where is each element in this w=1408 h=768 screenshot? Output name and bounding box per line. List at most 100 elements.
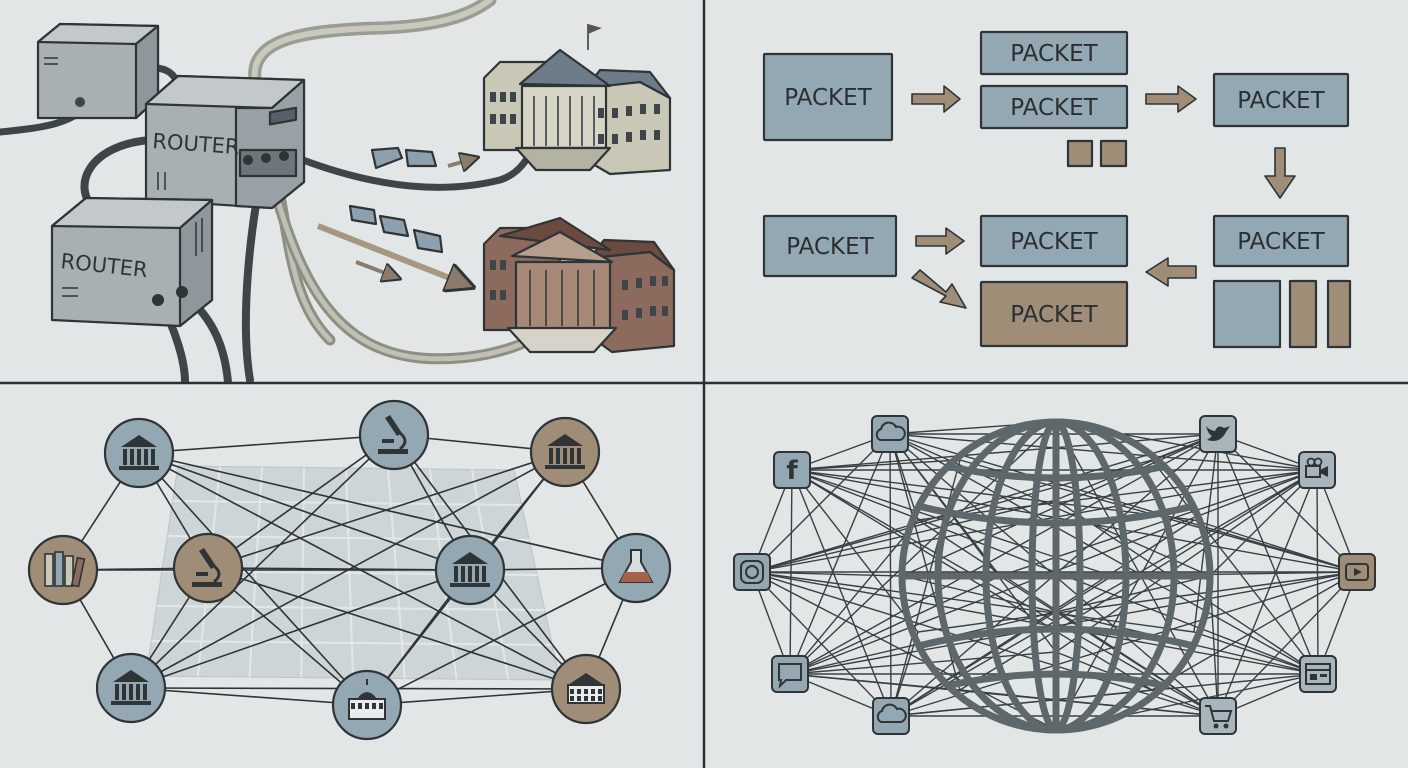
arrow-diagonal-icon	[911, 269, 967, 309]
service-node: f	[773, 451, 811, 489]
arrow-right-icon	[915, 227, 965, 255]
institution-node	[172, 532, 244, 604]
web-link	[1193, 519, 1358, 573]
packet-label: PACKET	[784, 85, 872, 111]
packet-box: PACKET	[762, 52, 894, 142]
packet-label: PACKET	[1237, 88, 1325, 114]
books-icon	[44, 551, 86, 588]
packet-fragment	[1099, 139, 1128, 168]
web-link	[1217, 469, 1318, 717]
network-link	[138, 452, 471, 571]
play-icon	[1345, 563, 1369, 581]
arrow-left-icon	[1145, 257, 1197, 287]
packet-box: PACKET	[1212, 72, 1350, 128]
web-link	[889, 433, 1358, 573]
institution-node	[529, 416, 601, 488]
packet-box: PACKET	[1212, 214, 1350, 268]
packet-fragment	[1066, 139, 1094, 168]
service-node	[1299, 655, 1337, 693]
microscope-icon	[192, 548, 222, 587]
capitol-icon	[348, 679, 386, 720]
packet-box: PACKET	[762, 214, 898, 278]
cloud-icon	[876, 703, 907, 723]
web-link	[1217, 571, 1358, 717]
service-node	[1338, 553, 1376, 591]
packet-label: PACKET	[1237, 229, 1325, 255]
packet-fragment	[1326, 279, 1352, 349]
web-link	[751, 433, 891, 573]
router-back	[36, 22, 160, 120]
web-link	[1055, 433, 1219, 731]
institution-node	[27, 534, 99, 606]
web-link	[791, 459, 961, 471]
flask-icon	[618, 549, 654, 583]
browser-icon	[1305, 663, 1331, 685]
web-link	[791, 469, 919, 633]
bank-icon	[111, 670, 151, 705]
web-link	[1055, 469, 1318, 653]
service-node	[871, 415, 909, 453]
web-link	[999, 575, 1219, 717]
router-top: ROUTER	[144, 74, 306, 210]
packet-label: PACKET	[1010, 302, 1098, 328]
network-link	[138, 452, 587, 690]
bank-icon	[450, 552, 490, 587]
web-link	[1193, 631, 1319, 675]
web-link	[791, 469, 892, 717]
network-link	[130, 569, 471, 689]
institution-node	[331, 669, 403, 741]
facebook-icon: f	[786, 456, 798, 486]
web-link	[789, 575, 1211, 675]
web-link	[751, 571, 1057, 731]
packet-fragment	[1288, 279, 1318, 349]
cart-icon	[1205, 705, 1233, 729]
network-link	[207, 567, 587, 690]
microscope-icon	[378, 415, 408, 454]
web-link	[789, 651, 1057, 675]
network-link	[366, 567, 637, 706]
chat-icon	[778, 663, 802, 689]
web-link	[789, 433, 891, 675]
arrow-right-icon	[1145, 85, 1197, 113]
packet-label: PACKET	[1010, 229, 1098, 255]
global-web-panel: f	[733, 415, 1376, 735]
network-link	[366, 688, 587, 706]
router-bottom: ROUTER	[50, 196, 214, 328]
web-link	[901, 575, 1319, 675]
network-link	[207, 434, 395, 569]
twitter-icon	[1206, 426, 1230, 441]
institution-node	[103, 417, 175, 489]
arrow-down-icon	[1264, 147, 1296, 199]
video-camera-icon	[1305, 457, 1328, 478]
facebook-letter: f	[786, 456, 798, 486]
web-link	[959, 469, 1318, 691]
data-packets-in-transit	[316, 146, 476, 286]
web-link	[890, 575, 1113, 717]
service-node	[1199, 415, 1237, 453]
packet-box: PACKET	[979, 84, 1129, 130]
service-node	[771, 655, 809, 693]
web-link	[1151, 459, 1319, 675]
institution-node	[550, 653, 622, 725]
service-node	[733, 553, 771, 591]
service-node	[872, 697, 910, 735]
packet-box: PACKET	[979, 280, 1129, 348]
arrow-right-icon	[911, 85, 961, 113]
service-node	[1298, 451, 1336, 489]
web-link	[889, 433, 1318, 471]
network-link	[138, 452, 368, 706]
camera-icon	[740, 560, 764, 584]
packet-box: PACKET	[979, 30, 1129, 76]
network-link	[207, 451, 566, 569]
routing-panel: ROUTER ROUTER	[0, 0, 676, 382]
packet-label: PACKET	[786, 234, 874, 260]
web-link	[789, 519, 919, 675]
institution-node	[358, 399, 430, 471]
web-link	[959, 689, 1219, 717]
university-building-light	[482, 24, 672, 176]
globe-icon	[898, 418, 1214, 734]
packet-flow-panel: PACKET PACKET PACKET PACKET PACKET PACKET PACK…	[762, 30, 1352, 349]
institution-node	[95, 652, 167, 724]
web-link	[789, 673, 961, 691]
flow-arrows	[911, 85, 1296, 309]
